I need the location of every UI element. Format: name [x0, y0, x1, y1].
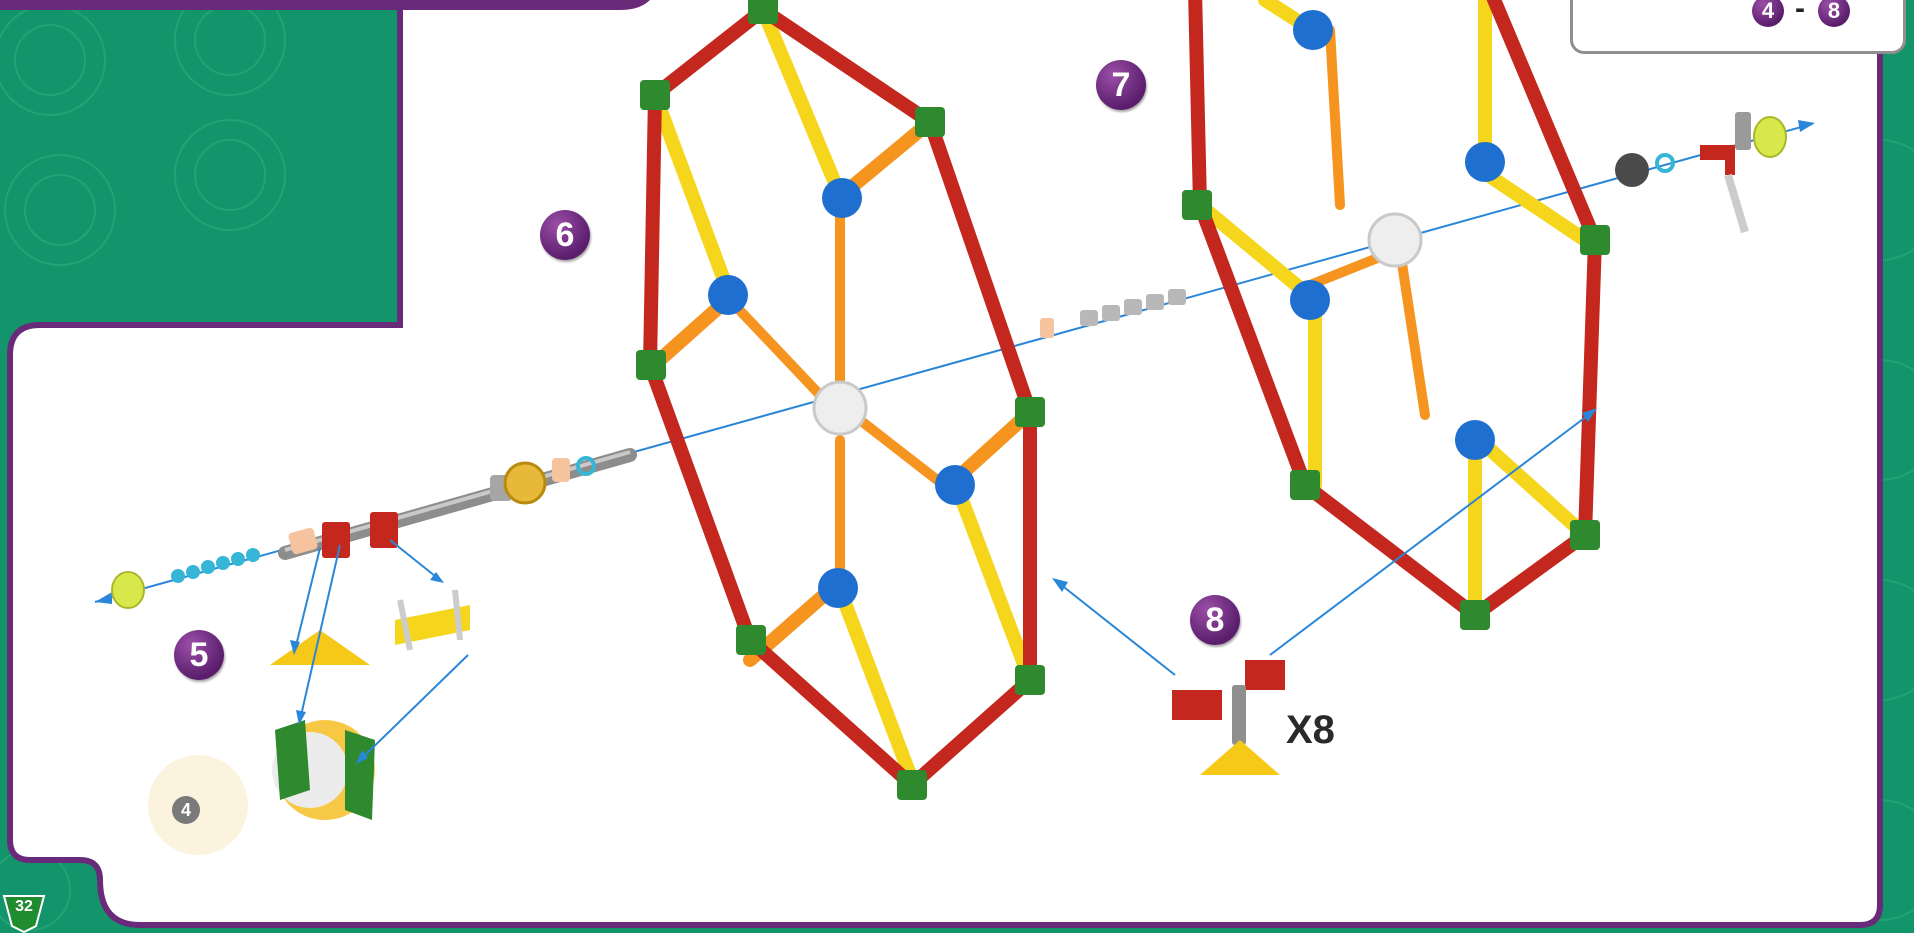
step-badge-5: 5 — [174, 630, 224, 680]
wheel-back — [1182, 0, 1610, 630]
step-range-to: 8 — [1818, 0, 1850, 27]
step-badge-6: 6 — [540, 210, 590, 260]
wheel-front — [636, 0, 1045, 800]
connector-assembly-x8 — [1172, 660, 1285, 775]
step-range-box — [1570, 0, 1906, 54]
page-number-tab — [2, 895, 46, 933]
sub-reference-badge: 4 — [172, 796, 200, 824]
step-badge-8: 8 — [1190, 595, 1240, 645]
quantity-label: X8 — [1286, 708, 1335, 752]
step-badge-7: 7 — [1096, 60, 1146, 110]
step-range-from: 4 — [1752, 0, 1784, 27]
page-number: 32 — [15, 898, 33, 915]
step-range-dash: - — [1795, 0, 1805, 25]
